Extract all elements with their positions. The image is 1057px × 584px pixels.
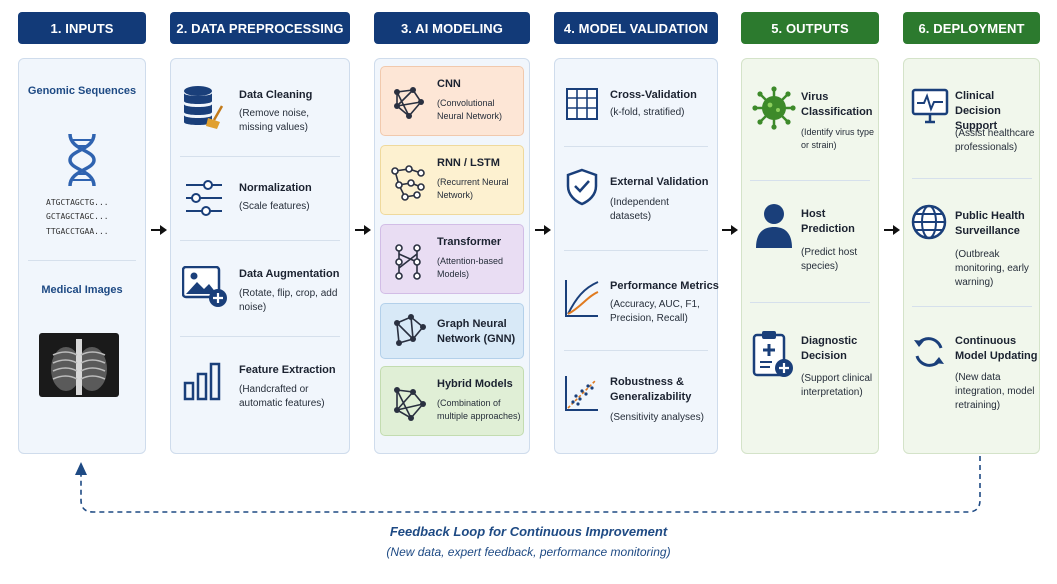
model-desc: (Attention-based Models)	[437, 256, 504, 279]
validation-desc: (Accuracy, AUC, F1, Precision, Recall)	[610, 299, 700, 324]
deployment-desc: (Outbreak monitoring, early warning)	[955, 249, 1029, 288]
divider	[180, 156, 340, 157]
network-icon	[394, 87, 424, 119]
divider	[564, 250, 708, 251]
model-desc: (Recurrent Neural Network)	[437, 177, 509, 200]
flow-arrow-icon	[722, 225, 738, 235]
stage-header-deployment: 6. DEPLOYMENT	[903, 12, 1040, 44]
flow-arrow-icon	[884, 225, 900, 235]
outputs-panel	[741, 58, 879, 454]
deployment-title: Public Health Surveillance	[955, 210, 1025, 237]
sequence-line: GCTAGCTAGC...	[46, 212, 109, 221]
preprocess-title: Data Cleaning	[239, 89, 313, 101]
validation-title: External Validation	[610, 176, 709, 188]
deployment-title: Clinical Decision Support	[955, 90, 1001, 132]
dna-icon	[68, 133, 96, 187]
output-title: Virus Classification	[801, 91, 873, 118]
model-title: Transformer	[437, 236, 502, 248]
validation-title: Performance Metrics	[610, 280, 719, 292]
divider	[912, 178, 1032, 179]
sequence-line: ATGCTAGCTG...	[46, 198, 109, 207]
validation-desc: (k-fold, stratified)	[610, 107, 685, 118]
output-desc: (Identify virus type or strain)	[801, 127, 875, 150]
model-card-cnn: CNN (Convolutional Neural Network)	[380, 66, 524, 136]
preprocess-desc: (Scale features)	[239, 201, 310, 212]
globe-icon	[911, 204, 947, 240]
table-grid-icon	[566, 88, 598, 120]
flow-arrow-icon	[151, 225, 167, 235]
graph-icon	[394, 314, 426, 346]
deployment-desc: (Assist healthcare professionals)	[955, 128, 1035, 153]
feedback-subtitle: (New data, expert feedback, performance …	[386, 545, 671, 559]
divider	[564, 146, 708, 147]
divider	[180, 240, 340, 241]
output-desc: (Predict host species)	[801, 247, 858, 272]
divider	[750, 180, 870, 181]
virus-icon	[752, 86, 796, 130]
model-title: CNN	[437, 78, 461, 90]
validation-desc: (Independent datasets)	[610, 197, 669, 222]
hybrid-network-icon	[394, 387, 426, 421]
output-title: Diagnostic Decision	[801, 335, 858, 362]
validation-desc: (Sensitivity analyses)	[610, 412, 704, 423]
model-title: Graph Neural Network (GNN)	[437, 318, 516, 345]
validation-panel	[554, 58, 718, 454]
stage-header-preprocessing: 2. DATA PREPROCESSING	[170, 12, 350, 44]
stage-header-modeling: 3. AI MODELING	[374, 12, 530, 44]
model-title: RNN / LSTM	[437, 157, 500, 169]
deployment-panel	[903, 58, 1040, 454]
feedback-title: Feedback Loop for Continuous Improvement	[389, 524, 668, 539]
preprocess-desc: (Rotate, flip, crop, add noise)	[239, 288, 338, 313]
xray-image-icon	[39, 333, 119, 397]
clipboard-medical-icon	[752, 331, 793, 377]
validation-title: Cross-Validation	[610, 89, 697, 101]
refresh-icon	[914, 337, 944, 367]
sequence-line: TTGACCTGAA...	[46, 227, 109, 236]
monitor-pulse-icon	[911, 88, 949, 124]
output-title: Host Prediction	[801, 208, 855, 235]
divider	[180, 336, 340, 337]
model-desc: (Combination of multiple approaches)	[437, 398, 521, 421]
sliders-icon	[186, 180, 222, 216]
model-card-gnn: Graph Neural Network (GNN)	[380, 303, 524, 359]
preprocess-title: Normalization	[239, 182, 312, 194]
stage-header-inputs: 1. INPUTS	[18, 12, 146, 44]
database-broom-icon	[184, 86, 224, 129]
flow-arrow-icon	[535, 225, 551, 235]
preprocess-title: Feature Extraction	[239, 364, 336, 376]
flow-arrow-icon	[355, 225, 371, 235]
divider	[912, 306, 1032, 307]
attention-icon	[395, 244, 421, 280]
preprocess-title: Data Augmentation	[239, 268, 340, 280]
stage-header-validation: 4. MODEL VALIDATION	[554, 12, 718, 44]
shield-check-icon	[566, 168, 598, 206]
image-plus-icon	[182, 266, 227, 307]
model-desc: (Convolutional Neural Network)	[437, 98, 503, 121]
person-icon	[756, 204, 792, 248]
deployment-title: Continuous Model Updating	[955, 335, 1038, 362]
divider	[28, 260, 136, 261]
curve-chart-icon	[565, 280, 599, 317]
scatter-icon	[565, 376, 598, 411]
deployment-desc: (New data integration, model retraining)	[955, 372, 1035, 411]
validation-title: Robustness & Generalizability	[610, 376, 692, 403]
divider	[564, 350, 708, 351]
bar-chart-icon	[183, 362, 221, 401]
preprocess-desc: (Remove noise, missing values)	[239, 108, 310, 133]
genomic-title: Genomic Sequences	[27, 85, 137, 97]
output-desc: (Support clinical interpretation)	[801, 373, 873, 398]
stage-header-outputs: 5. OUTPUTS	[741, 12, 879, 44]
model-title: Hybrid Models	[437, 378, 513, 390]
preprocess-desc: (Handcrafted or automatic features)	[239, 384, 325, 409]
model-card-transformer: Transformer (Attention-based Models)	[380, 224, 524, 294]
medical-title: Medical Images	[41, 284, 123, 296]
sequence-nodes-icon	[391, 165, 425, 201]
divider	[750, 302, 870, 303]
model-card-rnn: RNN / LSTM (Recurrent Neural Network)	[380, 145, 524, 215]
model-card-hybrid: Hybrid Models (Combination of multiple a…	[380, 366, 524, 436]
